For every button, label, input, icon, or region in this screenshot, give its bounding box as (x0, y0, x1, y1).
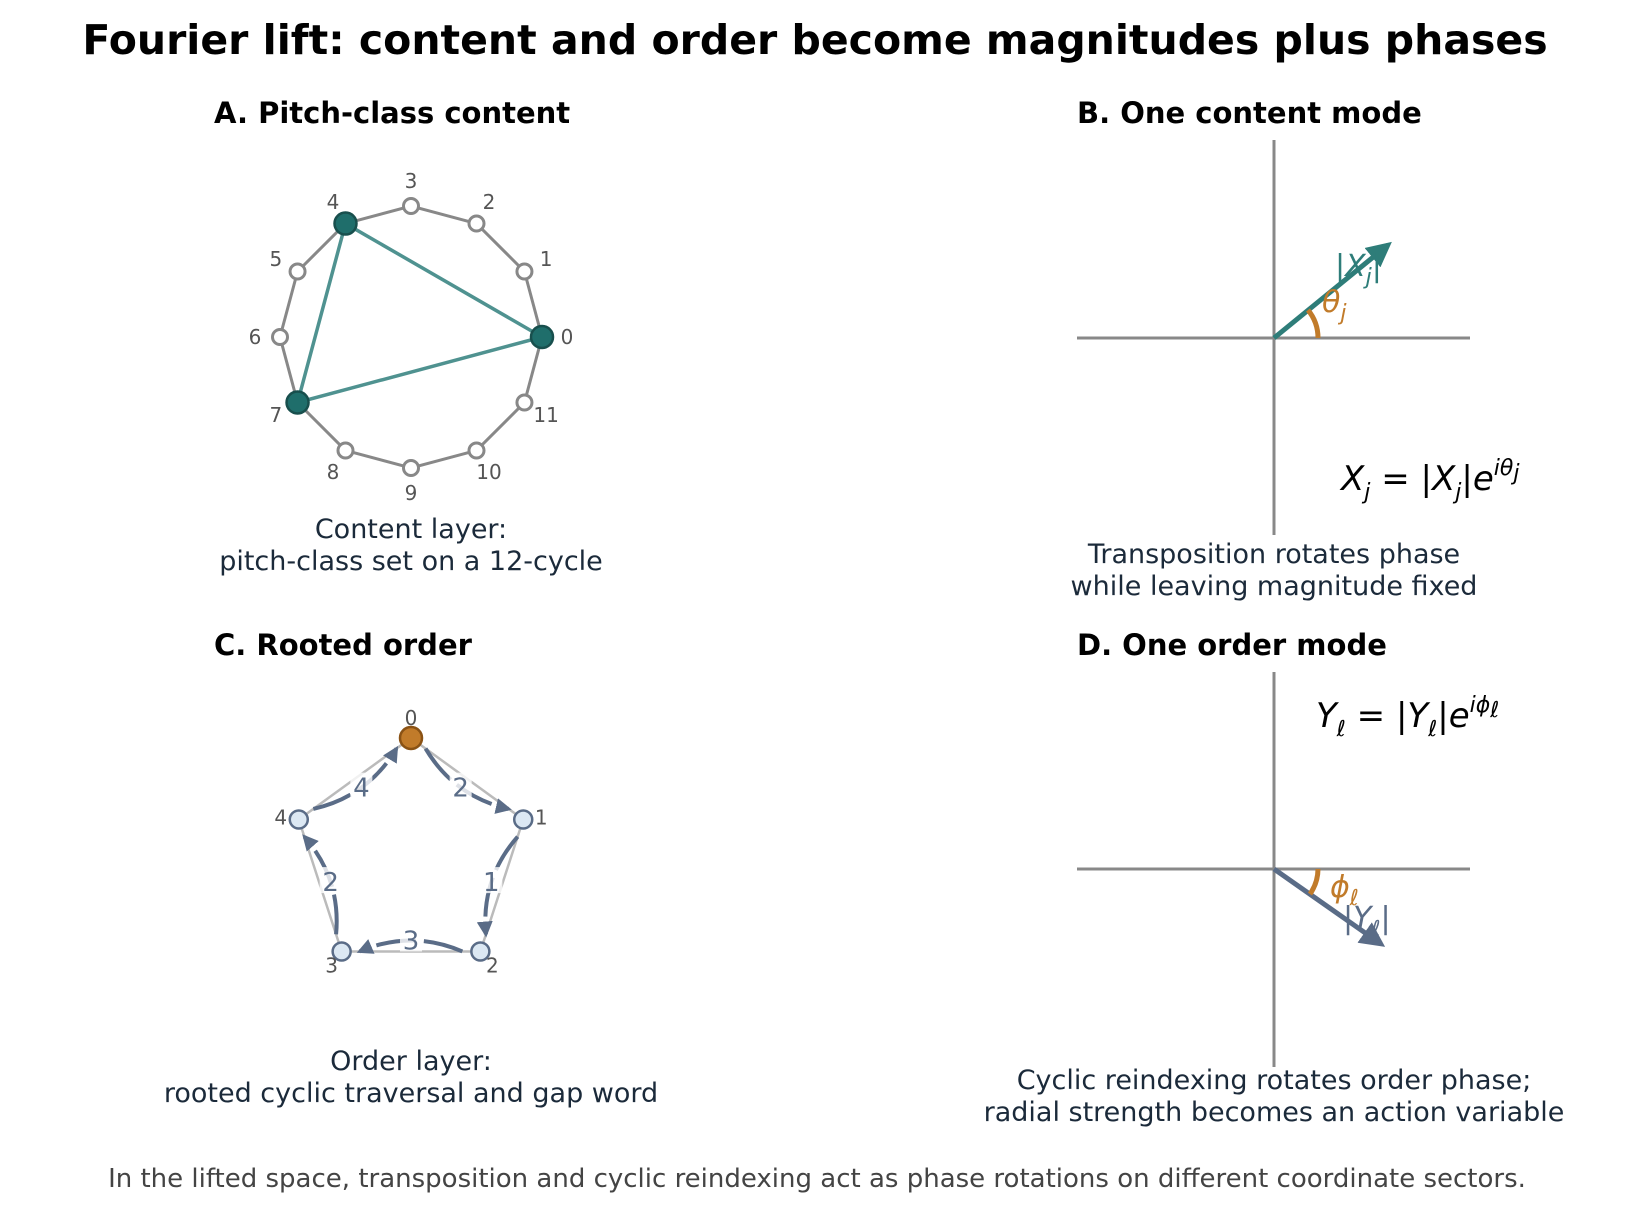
panel-b-caption-line2: while leaving magnitude fixed (1071, 571, 1478, 602)
order-mode-formula: Yℓ = |Yℓ|eiϕℓ (1316, 693, 1499, 742)
pitch-class-label: 7 (270, 403, 283, 427)
order-mode-vector (1272, 866, 1386, 947)
panel-a-caption-line2: pitch-class set on a 12-cycle (219, 546, 603, 577)
theta-label: θj (1322, 285, 1347, 326)
pitch-class-label: 3 (405, 169, 418, 193)
pitch-class-node (333, 211, 358, 236)
order-node-label: 1 (535, 806, 548, 830)
order-node (512, 809, 534, 830)
order-node (470, 941, 491, 962)
content-vector-label: |Xj| (1335, 249, 1382, 290)
content-mode-formula: Xj = |Xj|eiθj (1339, 456, 1520, 505)
pitch-class-label: 2 (483, 190, 496, 214)
pitch-class-node (402, 459, 420, 477)
pitch-class-node (467, 441, 486, 460)
pitch-class-node (529, 324, 555, 350)
gap-arrows: 2 1 3 2 4 (302, 745, 520, 956)
pitch-class-label: 10 (476, 460, 501, 484)
order-node-label: 2 (486, 953, 499, 977)
pitch-class-node (271, 328, 289, 346)
pitch-class-label: 1 (540, 247, 553, 271)
pitch-class-node (336, 441, 355, 460)
order-pentagon (297, 736, 525, 953)
pitch-class-node (467, 214, 486, 233)
order-node (331, 941, 352, 962)
panel-a: A. Pitch-class content 0 1 2 3 4 5 6 7 8 9 10 11 Co… (214, 96, 603, 577)
gap-label-bg (480, 867, 503, 894)
panel-a-caption-line1: Content layer: (315, 514, 507, 545)
pitch-class-label: 6 (249, 325, 262, 349)
phi-angle-arc (1307, 868, 1321, 896)
order-node-label: 4 (274, 806, 287, 830)
pitch-class-node (515, 262, 534, 281)
pitch-cycle-polygon (278, 204, 544, 470)
panel-d-caption-line2: radial strength becomes an action variab… (984, 1097, 1565, 1128)
panel-b-title: B. One content mode (1077, 96, 1422, 130)
gap-label: 3 (403, 926, 420, 956)
panel-c-caption-line2: rooted cyclic traversal and gap word (164, 1078, 658, 1109)
panel-d: D. One order mode ϕℓ |Yℓ| Yℓ = |Yℓ|eiϕℓ … (984, 628, 1565, 1128)
phi-label: ϕℓ (1330, 870, 1359, 911)
theta-angle-arc (1305, 308, 1321, 339)
root-node (398, 725, 424, 751)
pitch-class-nodes: 0 1 2 3 4 5 6 7 8 9 10 11 (249, 169, 574, 505)
panel-a-title: A. Pitch-class content (214, 96, 570, 130)
panel-c-caption-line1: Order layer: (330, 1046, 492, 1077)
panel-d-title: D. One order mode (1077, 628, 1387, 662)
pitch-class-label: 8 (327, 460, 340, 484)
panel-b-caption-line1: Transposition rotates phase (1087, 539, 1460, 570)
order-nodes: 0 1 2 3 4 (274, 706, 547, 977)
pitch-class-label: 11 (533, 403, 558, 427)
pitch-class-label: 9 (405, 481, 418, 505)
panel-b: B. One content mode |Xj| θj Xj = |Xj|eiθ… (1071, 96, 1521, 602)
order-node-label: 0 (405, 706, 418, 730)
main-title: Fourier lift: content and order become m… (82, 16, 1547, 64)
gap-label: 4 (353, 774, 370, 804)
pitch-class-label: 0 (561, 325, 574, 349)
gap-label: 1 (483, 868, 500, 898)
order-node (288, 809, 310, 830)
pitch-class-node (285, 390, 310, 415)
gap-label-bg (319, 867, 342, 894)
gap-label: 2 (322, 868, 339, 898)
order-vector-label: |Yℓ| (1343, 901, 1391, 942)
footer-note: In the lifted space, transposition and c… (108, 1164, 1526, 1194)
gap-label-bg (350, 772, 373, 799)
gap-label-bg (449, 772, 472, 799)
pitch-class-set-triangle (295, 220, 547, 405)
gap-label-bg (400, 925, 422, 952)
panel-d-caption-line1: Cyclic reindexing rotates order phase; (1017, 1065, 1532, 1096)
order-node-label: 3 (325, 953, 338, 977)
pitch-class-node (288, 262, 307, 281)
pitch-class-label: 5 (270, 247, 283, 271)
content-mode-vector (1272, 241, 1392, 340)
gap-label: 2 (452, 774, 469, 804)
pitch-class-label: 4 (327, 190, 340, 214)
panel-c: C. Rooted order 2 1 3 2 4 0 1 2 3 4 Order layer:… (164, 628, 658, 1109)
pitch-class-node (402, 197, 420, 215)
panel-c-title: C. Rooted order (214, 628, 473, 662)
pitch-class-node (515, 393, 534, 412)
